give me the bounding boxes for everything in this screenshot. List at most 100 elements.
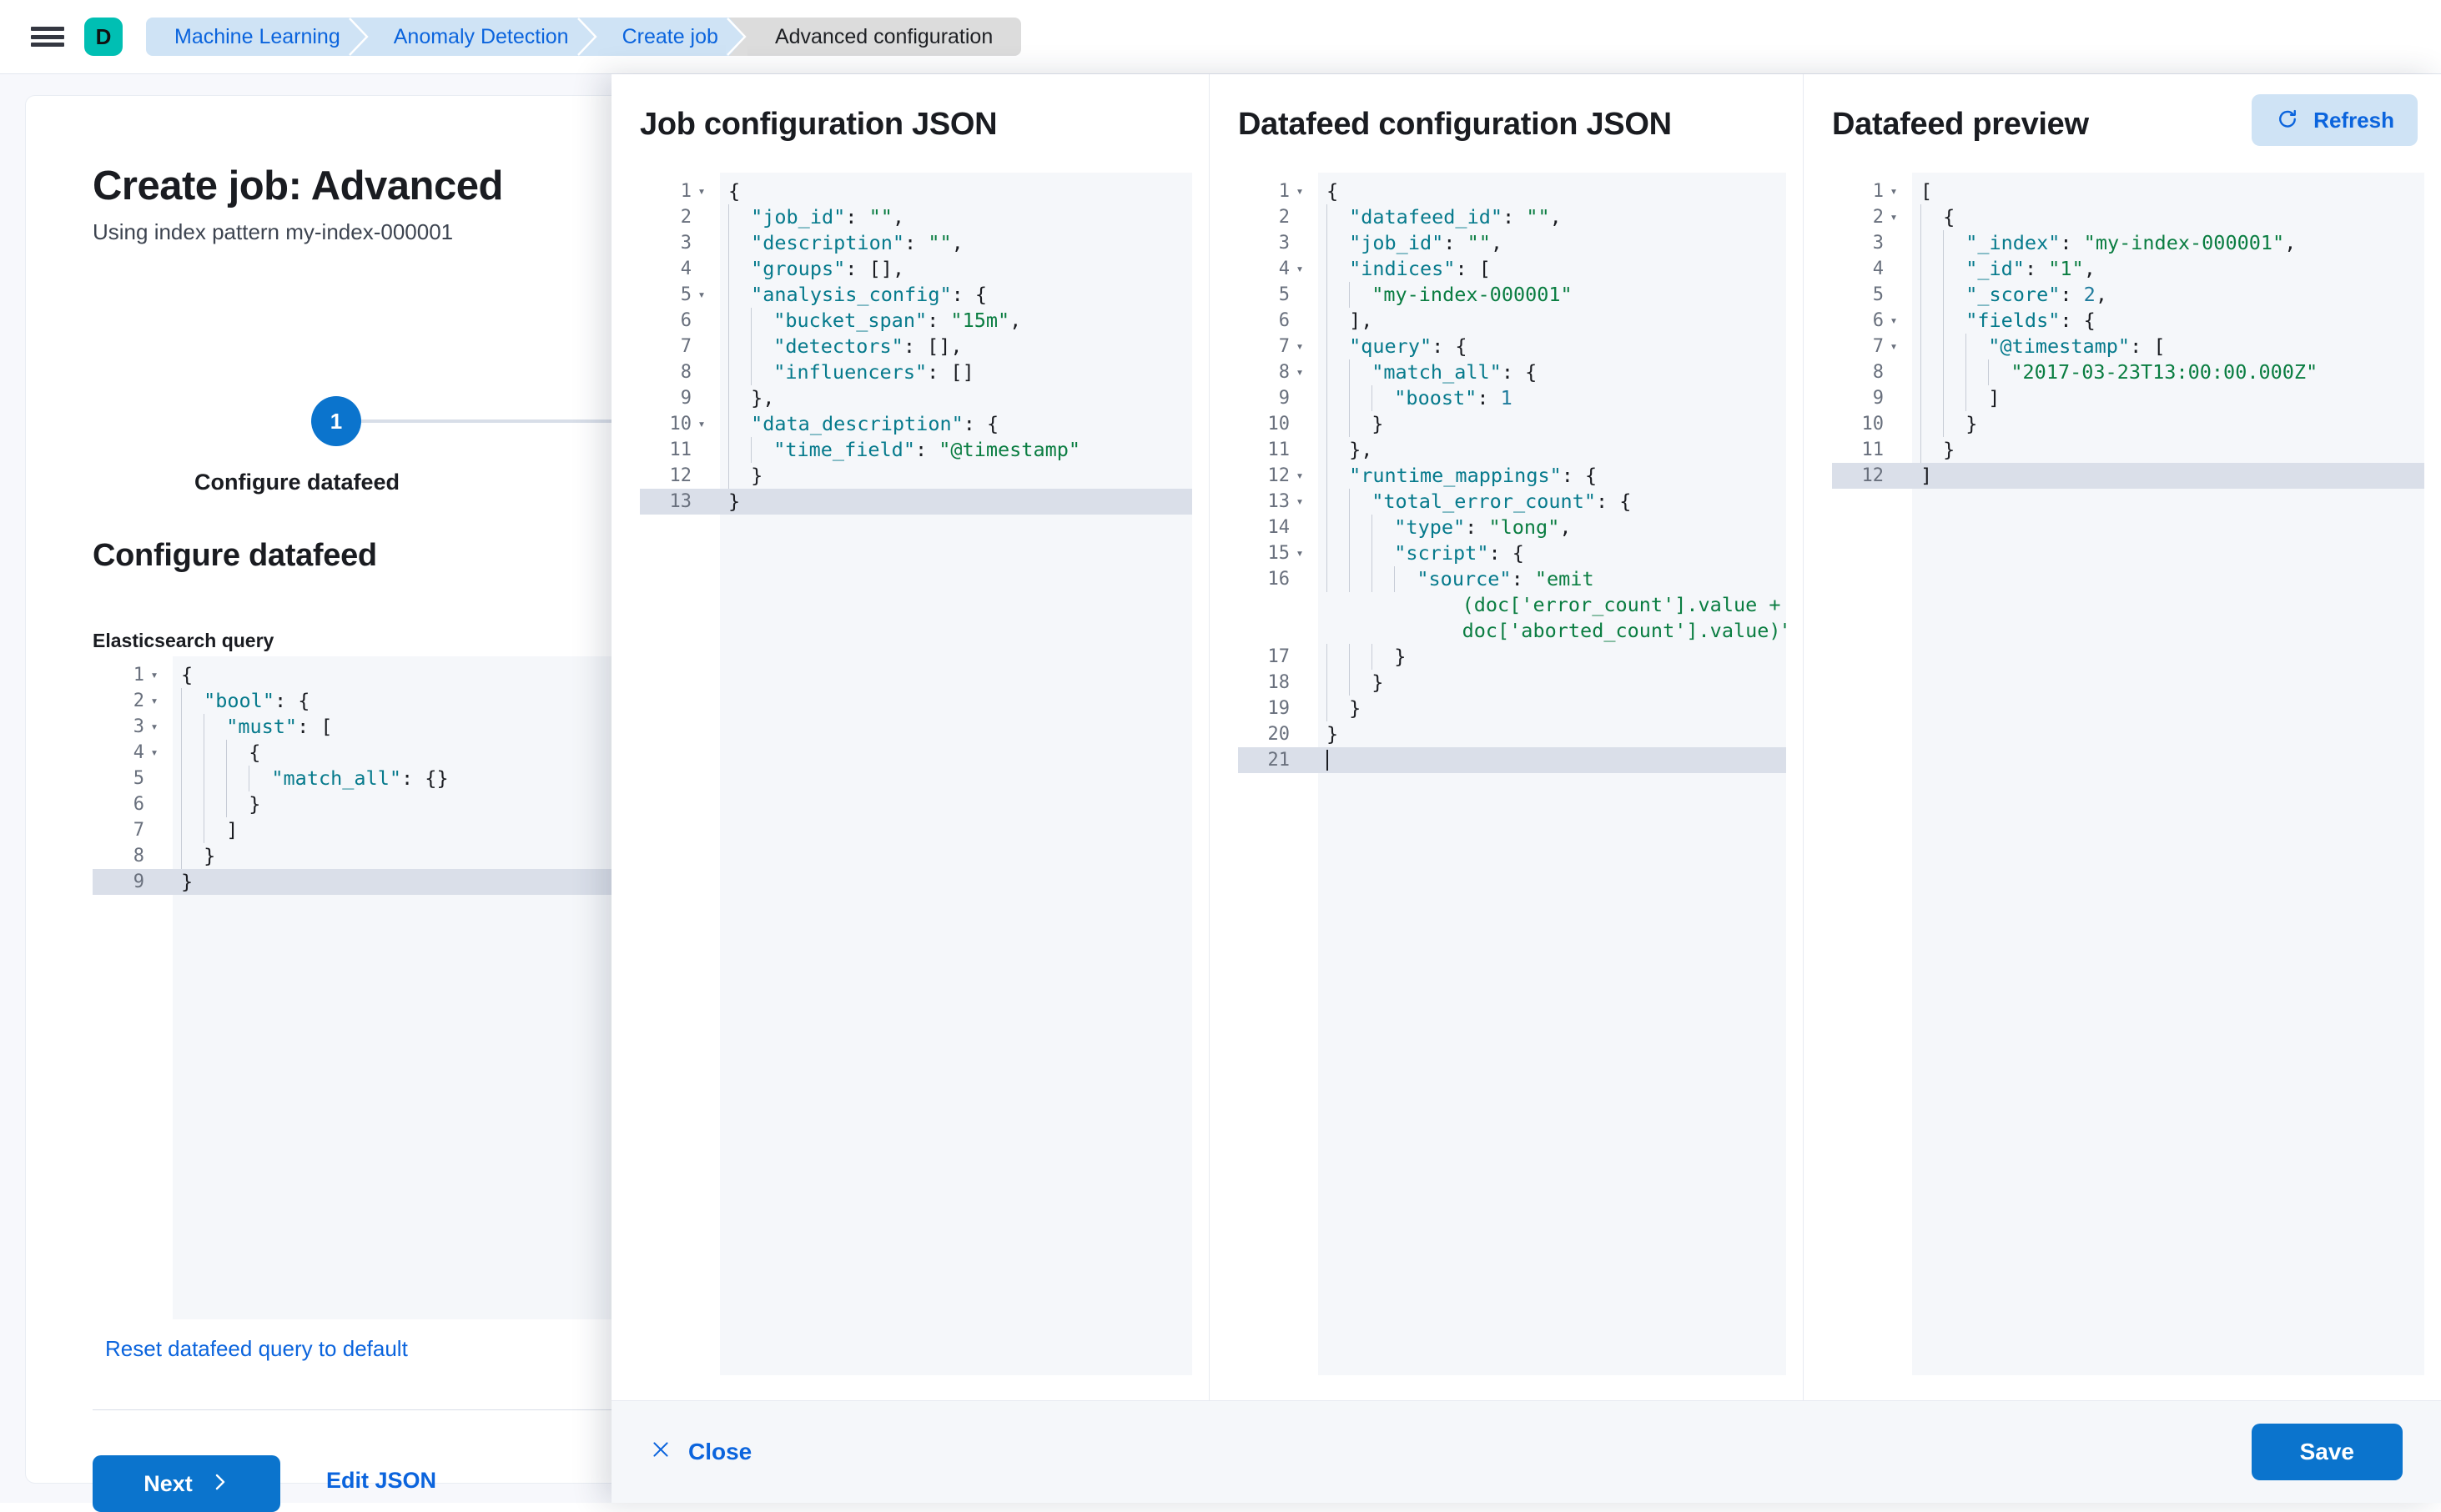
space-avatar[interactable]: D <box>84 18 123 56</box>
datafeed-preview-json-editor[interactable]: 1▾[2▾{3"_index": "my-index-000001",4"_id… <box>1832 173 2424 1375</box>
code-line[interactable]: 14"type": "long", <box>1238 515 1786 540</box>
code-line[interactable]: 5▾"analysis_config": { <box>640 282 1192 308</box>
code-line[interactable]: 10} <box>1238 411 1786 437</box>
code-line[interactable]: 1▾{ <box>640 178 1192 204</box>
fold-arrow-icon[interactable]: ▾ <box>150 693 159 708</box>
indent-guide <box>1349 644 1365 670</box>
code-line[interactable]: 21 <box>1238 747 1786 773</box>
code-line[interactable]: 3▾"must": [ <box>93 714 1202 740</box>
code-line[interactable]: 4"_id": "1", <box>1832 256 2424 282</box>
code-line[interactable]: 5"match_all": {} <box>93 766 1202 791</box>
breadcrumb-item-2[interactable]: Anomaly Detection <box>368 18 598 56</box>
save-button[interactable]: Save <box>2251 1424 2403 1480</box>
code-line[interactable]: 7"detectors": [], <box>640 334 1192 359</box>
fold-arrow-icon[interactable]: ▾ <box>1296 339 1304 354</box>
line-number: 2▾ <box>1832 204 1912 230</box>
fold-arrow-icon[interactable]: ▾ <box>697 287 706 302</box>
fold-arrow-icon[interactable]: ▾ <box>1890 183 1898 198</box>
code-line[interactable]: 9] <box>1832 385 2424 411</box>
code-line[interactable]: 18} <box>1238 670 1786 696</box>
code-line[interactable]: 1▾[ <box>1832 178 2424 204</box>
datafeed-configuration-json-editor[interactable]: 1▾{2"datafeed_id": "",3"job_id": "",4▾"i… <box>1238 173 1786 1375</box>
code-line[interactable]: 16"source": "emit <box>1238 566 1786 592</box>
fold-arrow-icon[interactable]: ▾ <box>1890 209 1898 224</box>
code-editor[interactable]: 1▾[2▾{3"_index": "my-index-000001",4"_id… <box>1832 173 2424 1375</box>
fold-arrow-icon[interactable]: ▾ <box>150 719 159 734</box>
code-line[interactable]: 8▾"match_all": { <box>1238 359 1786 385</box>
code-line[interactable]: 2"job_id": "", <box>640 204 1192 230</box>
code-line[interactable]: 20} <box>1238 721 1786 747</box>
code-line-text: (doc['error_count'].value + <box>1318 592 1781 618</box>
fold-arrow-icon[interactable]: ▾ <box>1296 545 1304 560</box>
fold-arrow-icon[interactable]: ▾ <box>1296 494 1304 509</box>
fold-arrow-icon[interactable]: ▾ <box>1296 261 1304 276</box>
fold-arrow-icon[interactable]: ▾ <box>1890 313 1898 328</box>
indent-guide <box>1326 282 1342 308</box>
code-line[interactable]: 2▾{ <box>1832 204 2424 230</box>
code-line[interactable]: 9}, <box>640 385 1192 411</box>
code-editor[interactable]: 1▾{2"datafeed_id": "",3"job_id": "",4▾"i… <box>1238 173 1786 1375</box>
job-configuration-json-editor[interactable]: 1▾{2"job_id": "",3"description": "",4"gr… <box>640 173 1192 1375</box>
code-line[interactable]: 3"job_id": "", <box>1238 230 1786 256</box>
code-line[interactable]: 6} <box>93 791 1202 817</box>
step-number-badge[interactable]: 1 <box>311 396 361 446</box>
code-line[interactable]: 7] <box>93 817 1202 843</box>
breadcrumb-item-3[interactable]: Create job <box>596 18 747 56</box>
code-line[interactable]: 5"_score": 2, <box>1832 282 2424 308</box>
fold-arrow-icon[interactable]: ▾ <box>150 745 159 760</box>
next-button[interactable]: Next <box>93 1455 280 1512</box>
code-line[interactable]: 11}, <box>1238 437 1786 463</box>
code-line[interactable]: 7▾"query": { <box>1238 334 1786 359</box>
code-line[interactable]: 6"bucket_span": "15m", <box>640 308 1192 334</box>
fold-arrow-icon[interactable]: ▾ <box>1890 339 1898 354</box>
code-line[interactable]: 12} <box>640 463 1192 489</box>
edit-json-link[interactable]: Edit JSON <box>326 1468 437 1493</box>
code-line[interactable]: 8} <box>93 843 1202 869</box>
breadcrumb-item-1[interactable]: Machine Learning <box>146 18 370 56</box>
code-line[interactable]: 2▾"bool": { <box>93 688 1202 714</box>
fold-arrow-icon[interactable]: ▾ <box>1296 468 1304 483</box>
code-line[interactable]: 13} <box>640 489 1192 515</box>
refresh-button[interactable]: Refresh <box>2252 94 2418 146</box>
close-button[interactable]: Close <box>650 1439 752 1466</box>
fold-arrow-icon[interactable]: ▾ <box>697 416 706 431</box>
code-line[interactable]: 3"description": "", <box>640 230 1192 256</box>
code-line[interactable]: 11"time_field": "@timestamp" <box>640 437 1192 463</box>
code-line[interactable]: 12] <box>1832 463 2424 489</box>
code-line[interactable]: 8"2017-03-23T13:00:00.000Z" <box>1832 359 2424 385</box>
code-line[interactable]: 7▾"@timestamp": [ <box>1832 334 2424 359</box>
code-line[interactable]: 4"groups": [], <box>640 256 1192 282</box>
fold-arrow-icon[interactable]: ▾ <box>697 183 706 198</box>
code-line[interactable]: 6], <box>1238 308 1786 334</box>
code-line[interactable]: 6▾"fields": { <box>1832 308 2424 334</box>
indent-guide <box>181 791 197 817</box>
code-line[interactable]: 19} <box>1238 696 1786 721</box>
code-line[interactable]: 8"influencers": [] <box>640 359 1192 385</box>
code-line[interactable]: 1▾{ <box>93 662 1202 688</box>
code-line[interactable]: 9"boost": 1 <box>1238 385 1786 411</box>
reset-datafeed-query-link[interactable]: Reset datafeed query to default <box>105 1336 408 1361</box>
indent-guide <box>751 437 767 463</box>
fold-arrow-icon[interactable]: ▾ <box>1296 364 1304 379</box>
code-line[interactable]: 4▾"indices": [ <box>1238 256 1786 282</box>
job-configuration-header: Job configuration JSON <box>612 98 1209 151</box>
fold-arrow-icon[interactable]: ▾ <box>150 667 159 682</box>
code-line[interactable]: 12▾"runtime_mappings": { <box>1238 463 1786 489</box>
active-line-highlight <box>1832 463 2424 489</box>
code-line[interactable]: 2"datafeed_id": "", <box>1238 204 1786 230</box>
code-line-text: "job_id": "", <box>720 204 904 230</box>
code-line[interactable]: 11} <box>1832 437 2424 463</box>
code-line[interactable]: 1▾{ <box>1238 178 1786 204</box>
hamburger-icon[interactable] <box>31 24 64 49</box>
code-line[interactable]: 3"_index": "my-index-000001", <box>1832 230 2424 256</box>
code-line[interactable]: 5"my-index-000001" <box>1238 282 1786 308</box>
code-line[interactable]: 15▾"script": { <box>1238 540 1786 566</box>
indent-guide <box>1349 359 1365 385</box>
code-editor[interactable]: 1▾{2"job_id": "",3"description": "",4"gr… <box>640 173 1192 1375</box>
code-line[interactable]: 13▾"total_error_count": { <box>1238 489 1786 515</box>
code-line[interactable]: 17} <box>1238 644 1786 670</box>
fold-arrow-icon[interactable]: ▾ <box>1296 183 1304 198</box>
code-line[interactable]: 10} <box>1832 411 2424 437</box>
code-line[interactable]: 4▾{ <box>93 740 1202 766</box>
code-line[interactable]: 10▾"data_description": { <box>640 411 1192 437</box>
